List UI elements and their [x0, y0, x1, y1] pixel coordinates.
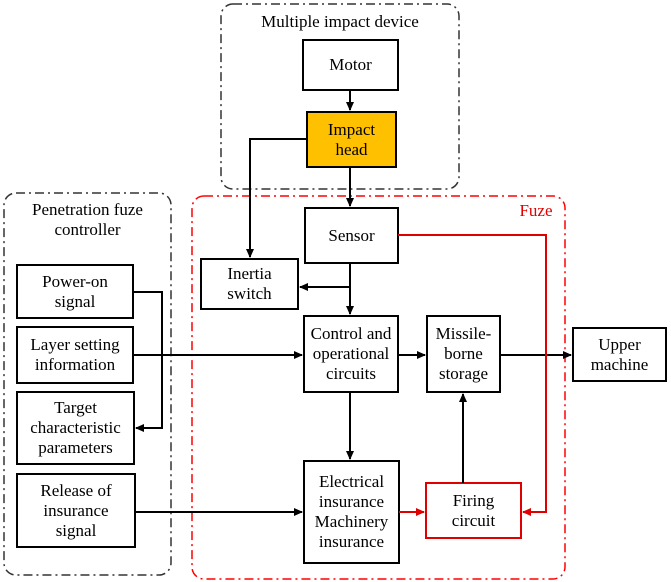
layer-setting-label: Layer setting information	[30, 335, 120, 374]
controller-group	[3, 192, 172, 576]
power-on-label: Power-on signal	[42, 271, 108, 311]
storage-label: Missile- borne storage	[435, 324, 492, 383]
control-box	[303, 315, 399, 393]
impact-device-group	[220, 3, 460, 190]
motor-box	[302, 39, 399, 91]
firing-box	[425, 482, 522, 539]
sensor-box	[304, 207, 399, 264]
impact-head-label: Impact head	[327, 119, 376, 159]
firing-label: Firing circuit	[451, 490, 496, 530]
storage-box	[426, 315, 501, 393]
sensor-label: Sensor	[328, 225, 375, 245]
control-label: Control and operational circuits	[310, 324, 392, 383]
upper-label: Upper machine	[590, 334, 649, 374]
insurance-box	[303, 460, 400, 564]
target-box	[16, 391, 135, 465]
target-label: Target characteristic parameters	[30, 398, 121, 457]
fuze-group	[191, 195, 566, 580]
motor-label: Motor	[329, 55, 372, 74]
inertia-switch-label: Inertia switch	[227, 264, 272, 303]
upper-box	[572, 327, 667, 382]
fuze-title: Fuze	[519, 201, 553, 220]
inertia-switch-box	[200, 258, 299, 310]
release-box	[16, 473, 136, 548]
insurance-label: Electrical insurance Machinery insurance	[314, 472, 389, 551]
impact-device-title: Multiple impact device	[261, 12, 419, 31]
controller-title: Penetration fuze controller	[32, 200, 143, 239]
release-label: Release of insurance signal	[40, 480, 112, 540]
